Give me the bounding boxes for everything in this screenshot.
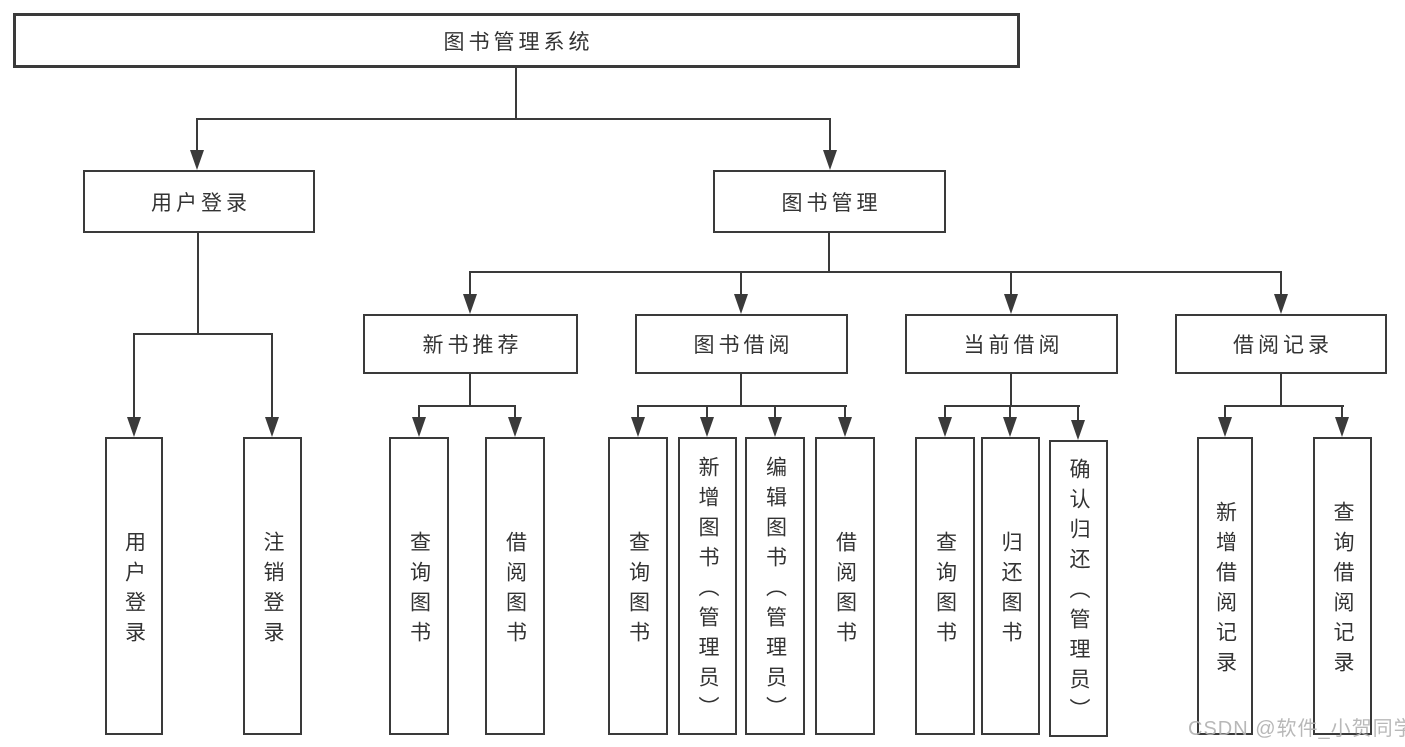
arrowhead-icon — [1218, 405, 1232, 437]
csdn-watermark: CSDN @软件_小贺同学 — [1188, 718, 1405, 740]
leaf-label: 新增图书（管理员） — [696, 455, 719, 726]
leaf-label: 借阅图书 — [503, 530, 527, 651]
node-current-borrowing: 当前借阅 — [905, 314, 1118, 374]
node-leaf-recommend-borrow-books: 借阅图书 — [485, 437, 545, 735]
arrowhead-icon — [127, 333, 141, 437]
arrowhead-icon — [412, 405, 426, 437]
node-leaf-borrowing-borrow-books: 借阅图书 — [815, 437, 875, 735]
node-new-book-recommend: 新书推荐 — [363, 314, 578, 374]
connector-line — [740, 374, 742, 407]
node-leaf-borrowing-query-books: 查询图书 — [608, 437, 668, 735]
connector-line — [197, 233, 199, 335]
connector-line — [133, 333, 273, 335]
node-leaf-borrowing-add-books-admin: 新增图书（管理员） — [678, 437, 737, 735]
leaf-label: 查询借阅记录 — [1331, 500, 1354, 681]
arrowhead-icon — [265, 333, 279, 437]
arrowhead-icon — [631, 405, 645, 437]
arrowhead-icon — [508, 405, 522, 437]
arrowhead-icon — [823, 118, 837, 170]
leaf-label: 查询图书 — [933, 530, 957, 651]
arrowhead-icon — [768, 405, 782, 437]
connector-line — [828, 233, 830, 273]
connector-line — [1010, 374, 1012, 407]
connector-line — [637, 405, 847, 407]
arrowhead-icon — [463, 271, 477, 314]
arrowhead-icon — [190, 118, 204, 170]
arrowhead-icon — [838, 405, 852, 437]
node-book-management: 图书管理 — [713, 170, 946, 233]
connector-line — [944, 405, 1080, 407]
leaf-label: 编辑图书（管理员） — [763, 455, 787, 726]
leaf-label: 归还图书 — [999, 530, 1022, 651]
connector-line — [515, 68, 517, 120]
node-user-login: 用户登录 — [83, 170, 315, 233]
leaf-label: 借阅图书 — [833, 530, 857, 651]
node-leaf-recommend-query-books: 查询图书 — [389, 437, 449, 735]
node-leaf-logout: 注销登录 — [243, 437, 302, 735]
node-book-borrowing: 图书借阅 — [635, 314, 848, 374]
arrowhead-icon — [1071, 405, 1085, 440]
connector-line — [418, 405, 516, 407]
node-borrowing-records: 借阅记录 — [1175, 314, 1387, 374]
leaf-label: 注销登录 — [261, 530, 284, 651]
leaf-label: 用户登录 — [122, 530, 146, 651]
leaf-label: 查询图书 — [626, 530, 650, 651]
arrowhead-icon — [1274, 271, 1288, 314]
arrowhead-icon — [1004, 271, 1018, 314]
node-leaf-current-confirm-return-admin: 确认归还（管理员） — [1049, 440, 1108, 737]
arrowhead-icon — [1003, 405, 1017, 437]
connector-line — [196, 118, 831, 120]
node-leaf-current-query-books: 查询图书 — [915, 437, 975, 735]
connector-line — [469, 271, 1282, 273]
node-library-management-system: 图书管理系统 — [13, 13, 1020, 68]
arrowhead-icon — [700, 405, 714, 437]
arrowhead-icon — [938, 405, 952, 437]
node-leaf-current-return-books: 归还图书 — [981, 437, 1040, 735]
connector-line — [1280, 374, 1282, 407]
leaf-label: 查询图书 — [407, 530, 431, 651]
arrowhead-icon — [734, 271, 748, 314]
node-leaf-borrowing-edit-books-admin: 编辑图书（管理员） — [745, 437, 805, 735]
node-leaf-user-login: 用户登录 — [105, 437, 163, 735]
leaf-label: 确认归还（管理员） — [1067, 458, 1090, 728]
connector-line — [1224, 405, 1344, 407]
leaf-label: 新增借阅记录 — [1213, 500, 1237, 681]
connector-line — [469, 374, 471, 407]
node-leaf-records-add-record: 新增借阅记录 — [1197, 437, 1253, 735]
node-leaf-records-query-record: 查询借阅记录 — [1313, 437, 1372, 735]
arrowhead-icon — [1335, 405, 1349, 437]
